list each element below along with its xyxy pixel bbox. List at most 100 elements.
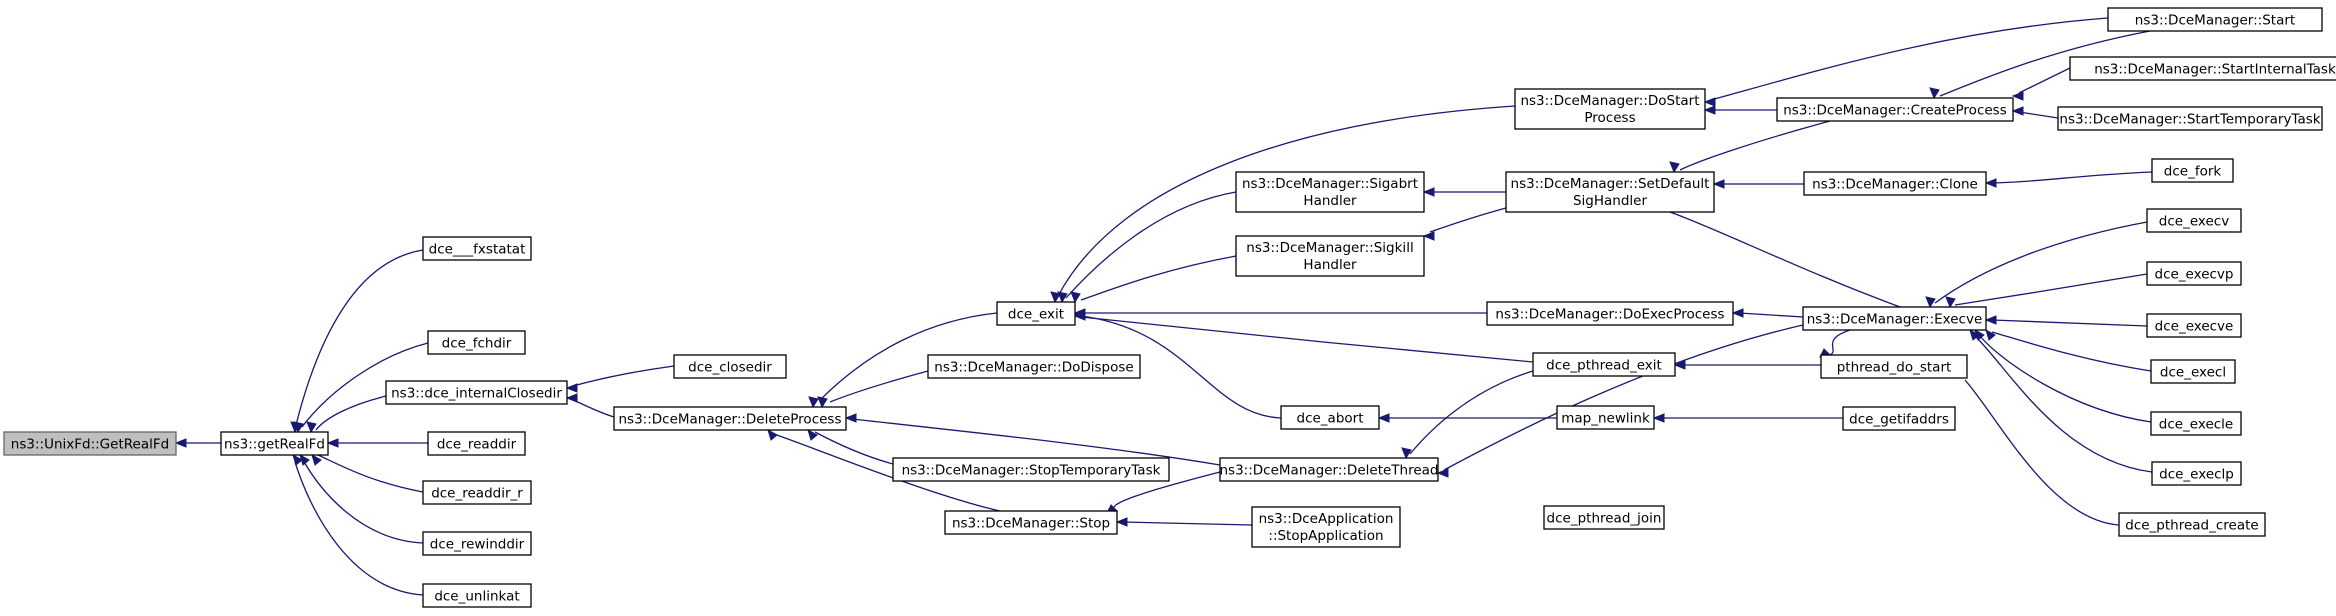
node-readdir_r[interactable]: dce_readdir_r: [422, 480, 532, 505]
node-label: dce_execle: [2159, 417, 2233, 433]
edge-doDispose->deleteProcess: [829, 370, 929, 403]
arrowhead-createProcess->setDefault: [1669, 161, 1680, 174]
node-startInternalTask[interactable]: ns3::DceManager::StartInternalTask: [2069, 56, 2336, 81]
arrowhead-execve->doExec: [1731, 308, 1744, 318]
node-rewinddir[interactable]: dce_rewinddir: [422, 531, 532, 556]
node-execve[interactable]: ns3::DceManager::Execve: [1802, 306, 1987, 331]
node-label: ns3::DceManager::Execve: [1807, 312, 1983, 328]
node-box: [1505, 171, 1715, 213]
node-closedir[interactable]: dce_closedir: [673, 354, 787, 379]
node-fchdir[interactable]: dce_fchdir: [427, 330, 526, 355]
edge-startTemp->createProcess: [2018, 111, 2059, 119]
arrowhead-unlinkat->getRealFd: [292, 453, 303, 466]
node-fork[interactable]: dce_fork: [2151, 158, 2234, 183]
node-dceExecve[interactable]: dce_execve: [2146, 313, 2242, 338]
node-label: dce_execl: [2160, 365, 2226, 381]
node-box: [2150, 411, 2242, 436]
node-label: dce_execve: [2155, 319, 2234, 335]
node-box: [427, 431, 526, 456]
node-stopApplication[interactable]: ns3::DceApplication::StopApplication: [1251, 506, 1401, 548]
node-deleteThread[interactable]: ns3::DceManager::DeleteThread: [1219, 457, 1439, 482]
node-label: ns3::DceManager::CreateProcess: [1783, 103, 2007, 119]
arrowhead-execl->execve: [1985, 328, 1996, 341]
node-unlinkat[interactable]: dce_unlinkat: [422, 583, 532, 608]
arrowhead-readdir->getRealFd: [326, 438, 339, 448]
node-doDispose[interactable]: ns3::DceManager::DoDispose: [927, 354, 1141, 379]
node-stopTemporaryTask[interactable]: ns3::DceManager::StopTemporaryTask: [892, 457, 1170, 482]
edge-execl->execve: [1991, 331, 2152, 372]
node-label: ns3::DceManager::Start: [2135, 13, 2295, 29]
arrowhead-stopApp->stop: [1115, 517, 1128, 527]
node-pthreadDoStart[interactable]: pthread_do_start: [1820, 354, 1968, 379]
node-pthreadJoin[interactable]: dce_pthread_join: [1543, 505, 1665, 530]
edge-startInternal->createProcess: [2018, 67, 2071, 94]
node-dceExecl[interactable]: dce_execl: [2150, 359, 2236, 384]
node-abort[interactable]: dce_abort: [1280, 405, 1380, 430]
arrowhead-execv->execve: [1925, 296, 1936, 309]
arrowhead-readdir_r->getRealFd: [311, 453, 322, 466]
node-label: ns3::DceManager::DoDispose: [934, 360, 1133, 376]
edge-stopTT->deleteProcess: [814, 431, 894, 465]
node-root[interactable]: ns3::UnixFd::GetRealFd: [3, 431, 177, 456]
node-pthreadExit[interactable]: dce_pthread_exit: [1532, 352, 1676, 377]
edge-fxstatat->getRealFd: [295, 249, 424, 426]
node-stop[interactable]: ns3::DceManager::Stop: [944, 510, 1118, 535]
edge-sigkill->exit: [1080, 255, 1237, 301]
node-label: ns3::getRealFd: [224, 437, 325, 453]
node-readdir[interactable]: dce_readdir: [427, 431, 526, 456]
node-dceExecle[interactable]: dce_execle: [2150, 411, 2242, 436]
node-box: [2107, 7, 2323, 32]
node-dceExeclp[interactable]: dce_execlp: [2151, 461, 2242, 486]
node-box: [1820, 354, 1968, 379]
arrowhead-exit->deleteProcess: [808, 396, 819, 409]
node-dceExecv[interactable]: dce_execv: [2146, 208, 2242, 233]
node-label: ns3::DceApplication: [1259, 511, 1394, 527]
node-box: [673, 354, 787, 379]
node-deleteProcess[interactable]: ns3::DceManager::DeleteProcess: [613, 406, 847, 431]
node-box: [2146, 208, 2242, 233]
node-startTemporaryTask[interactable]: ns3::DceManager::StartTemporaryTask: [2057, 106, 2323, 131]
node-clone[interactable]: ns3::DceManager::Clone: [1803, 171, 1987, 196]
node-box: [2146, 261, 2242, 286]
node-createProcess[interactable]: ns3::DceManager::CreateProcess: [1776, 97, 2014, 122]
node-exit[interactable]: dce_exit: [996, 301, 1076, 326]
node-getRealFd[interactable]: ns3::getRealFd: [220, 431, 329, 456]
edge-fchdir->getRealFd: [301, 342, 429, 428]
edge-deleteProcess->internal: [572, 399, 615, 418]
node-fxstatat[interactable]: dce___fxstatat: [422, 236, 532, 261]
node-doExecProcess[interactable]: ns3::DceManager::DoExecProcess: [1486, 301, 1734, 326]
arrowhead-startInternal->createProcess: [2011, 91, 2024, 101]
edge-doStart->exit: [1057, 105, 1516, 297]
arrowhead-getifaddrs->mapNewlink: [1652, 413, 1665, 423]
node-mapNewlink[interactable]: map_newlink: [1556, 405, 1655, 430]
edge-fork->clone: [1991, 171, 2153, 184]
arrowhead-stop->deleteProcess: [767, 428, 778, 441]
node-box: [892, 457, 1170, 482]
node-label: ns3::DceManager::Sigabrt: [1242, 176, 1418, 192]
node-box: [1556, 405, 1655, 430]
arrowhead-createProcess->doStart: [1703, 105, 1716, 115]
node-box: [1219, 457, 1439, 482]
node-box: [385, 380, 568, 405]
node-start[interactable]: ns3::DceManager::Start: [2107, 7, 2323, 32]
node-label: ::StopApplication: [1268, 528, 1383, 544]
node-internalClosedir[interactable]: ns3::dce_internalClosedir: [385, 380, 568, 405]
arrowhead-mapNewlink->abort: [1377, 413, 1390, 423]
node-getifaddrs[interactable]: dce_getifaddrs: [1842, 406, 1956, 431]
arrowhead-start->doStart: [1703, 97, 1716, 107]
arrowhead-doDispose->deleteProcess: [817, 396, 828, 409]
arrowhead-setDefault->sigabrt: [1422, 187, 1435, 197]
node-label: ns3::DceManager::StartTemporaryTask: [2059, 112, 2320, 128]
node-label: dce_execlp: [2159, 467, 2234, 483]
edge-execve->setDefault: [1669, 211, 1901, 308]
arrowhead-execve->deleteThread: [1436, 468, 1449, 478]
node-dceExecvp[interactable]: dce_execvp: [2146, 261, 2242, 286]
node-box: [427, 330, 526, 355]
node-pthreadCreate[interactable]: dce_pthread_create: [2118, 512, 2266, 537]
node-label: SigHandler: [1573, 193, 1647, 209]
edge-setDefault->sigkill: [1429, 207, 1507, 233]
